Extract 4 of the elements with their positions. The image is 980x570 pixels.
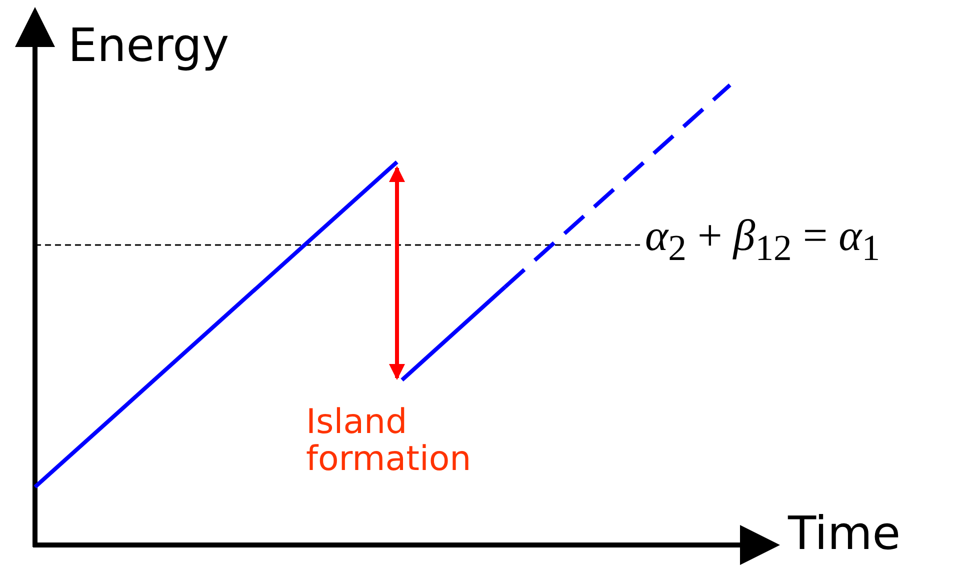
equation: α$_{2}$ + β$_{12}$ = α$_{1}$: [645, 212, 880, 268]
axis-title: Time: [788, 508, 901, 559]
axis-title: Energy: [68, 20, 230, 71]
annotation: Island formation: [306, 404, 472, 479]
